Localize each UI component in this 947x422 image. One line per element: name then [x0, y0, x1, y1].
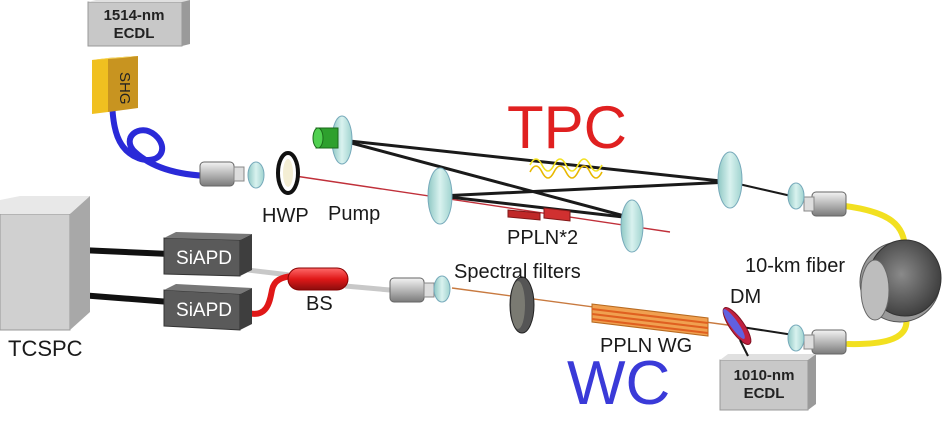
- spectral-filter: [509, 276, 535, 334]
- shg-block: SHG: [92, 56, 138, 114]
- lens-yellow-bottom: [787, 324, 805, 352]
- lens-pump: [247, 161, 265, 189]
- wc-label: WC: [567, 349, 670, 417]
- tpc-wave-icon: [529, 158, 603, 179]
- lens-yellow-top: [787, 182, 805, 210]
- siapd-top-label: SiAPD: [176, 248, 232, 269]
- ecdl-1010-label-line1: 1010-nm: [734, 367, 795, 384]
- ecdl-1010-to-dm: [739, 339, 749, 357]
- ppln-waveguide: [591, 303, 709, 337]
- tpc-label: TPC: [507, 94, 627, 161]
- ppln2-crystals: [507, 207, 571, 222]
- ecdl-1514-label-line2: ECDL: [114, 25, 155, 42]
- fiber-label: 10-km fiber: [745, 255, 845, 277]
- red-fiber: [245, 273, 295, 317]
- mirror-tpc-left: [427, 167, 453, 225]
- pump-beam: [294, 175, 671, 233]
- ppln-wg-label: PPLN WG: [600, 335, 692, 357]
- siapd-bottom: SiAPD: [163, 284, 252, 331]
- ecdl-1514-label-line1: 1514-nm: [104, 7, 165, 24]
- ecdl-1514-box: 1514-nm ECDL: [87, 0, 190, 47]
- pump-label: Pump: [328, 203, 380, 225]
- spectral-filters-label: Spectral filters: [454, 261, 581, 283]
- mirror-tpc-topright: [717, 151, 743, 209]
- collimator-pump: [199, 161, 245, 187]
- dm-label: DM: [730, 286, 761, 308]
- collimator-detection: [389, 277, 435, 303]
- tcspc-box: [0, 196, 90, 331]
- mirror-tpc-right: [620, 199, 644, 253]
- fiber-spool: [859, 239, 942, 323]
- beam-splitter: [287, 267, 349, 291]
- ecdl-1010-box: 1010-nm ECDL: [719, 354, 816, 411]
- collimator-yellow-top: [803, 191, 847, 217]
- green-source: [312, 127, 339, 149]
- lens-detection: [433, 275, 451, 303]
- dichroic-mirror: [722, 307, 752, 345]
- collimator-yellow-bottom: [803, 329, 847, 355]
- tcspc-cables: [79, 247, 171, 305]
- siapd-bottom-label: SiAPD: [176, 300, 232, 321]
- gray-fiber: [247, 267, 391, 293]
- tcspc-label: TCSPC: [8, 336, 83, 361]
- ecdl-1010-label-line2: ECDL: [744, 385, 785, 402]
- shg-label: SHG: [116, 72, 133, 105]
- siapd-top: SiAPD: [163, 232, 252, 277]
- hwp: [276, 151, 300, 195]
- ppln2-label: PPLN*2: [507, 227, 578, 249]
- hwp-label: HWP: [262, 205, 309, 227]
- bs-label: BS: [306, 293, 333, 315]
- blue-fiber: [109, 92, 213, 179]
